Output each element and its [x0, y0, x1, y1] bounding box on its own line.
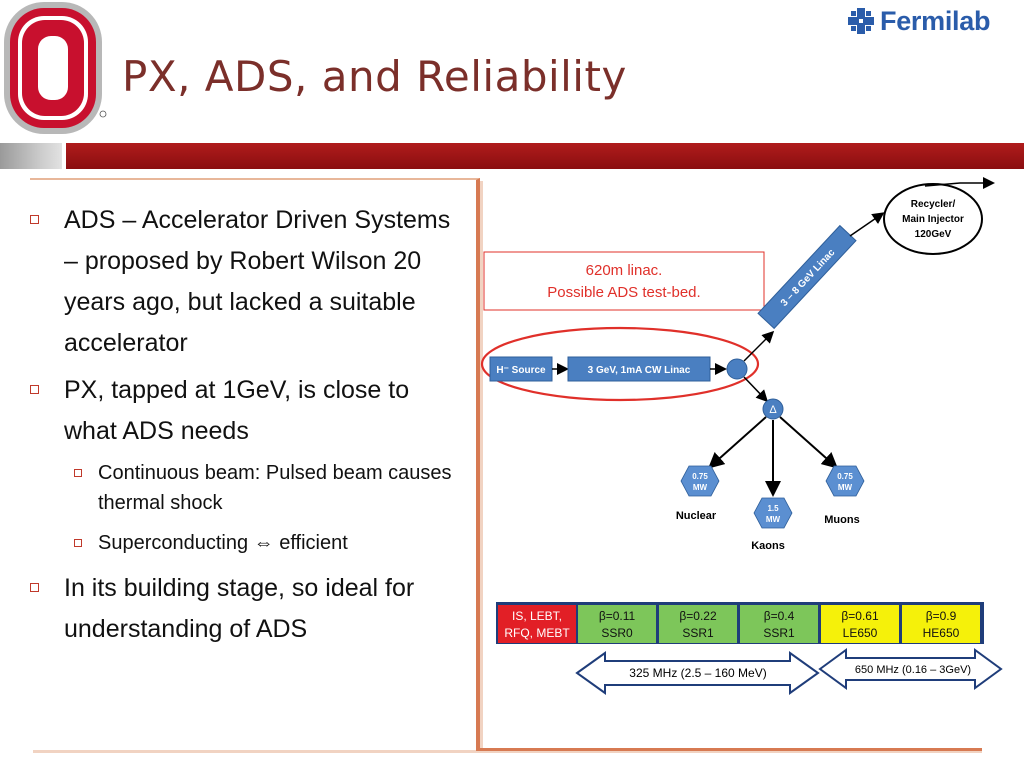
freq-high-label: 650 MHz (0.16 – 3GeV) [855, 664, 971, 676]
linac-section-beta: β=0.61 [841, 609, 879, 623]
linac-note-box [483, 251, 765, 311]
delta-to-nuclear-arrow [708, 416, 767, 469]
nuclear-power-unit: MW [693, 483, 708, 492]
muons-label: Muons [824, 514, 859, 526]
square-bullet-icon [30, 215, 39, 224]
sub-bullet-text: Superconducting ⇔ efficient [98, 532, 348, 554]
linac-section-name: SSR1 [763, 626, 795, 640]
linac-section-box [740, 605, 818, 643]
muons-power-unit: MW [838, 483, 853, 492]
fermilab-logo: Fermilab [848, 4, 1018, 38]
content-frame [30, 178, 480, 750]
bullet-text: ADS – Accelerator Driven Systems – propo… [64, 206, 451, 357]
kaons-power-unit: MW [766, 515, 781, 524]
delta-to-muons-arrow [779, 416, 838, 469]
accelerator-diagram: 620m linac. Possible ADS test-bed. H⁻ So… [480, 177, 1003, 695]
bullet-item: PX, tapped at 1GeV, is close to what ADS… [28, 370, 468, 558]
transfer-linac-box [757, 224, 857, 330]
linac-section-box [578, 605, 656, 643]
sub-bullet-item: Continuous beam: Pulsed beam causes ther… [64, 458, 468, 518]
linac-section-beta: β=0.4 [764, 609, 795, 623]
linac-section-beta: IS, LEBT, [512, 609, 562, 623]
square-bullet-icon [74, 469, 82, 477]
header-band-red [66, 143, 1024, 169]
delta-node [762, 398, 784, 420]
fermilab-mark-icon [848, 8, 874, 34]
recycler-main-injector-node [883, 183, 983, 255]
transfer-linac-label: 3 – 8 GeV Linac [779, 247, 838, 309]
freq-low-label: 325 MHz (2.5 – 160 MeV) [629, 666, 766, 680]
square-bullet-icon [30, 583, 39, 592]
muons-power-value: 0.75 [837, 472, 853, 481]
bullet-text: PX, tapped at 1GeV, is close to what ADS… [64, 376, 410, 445]
freq-low-arrow [575, 651, 820, 695]
linac-note-line-2: Possible ADS test-bed. [547, 284, 700, 301]
kaons-label: Kaons [751, 540, 785, 552]
sub-bullet-list: Continuous beam: Pulsed beam causes ther… [64, 458, 468, 558]
nuclear-power-hexagon [680, 465, 720, 497]
kaons-power-hexagon [753, 497, 793, 529]
recycler-label-line-1: Recycler/ [911, 199, 956, 210]
header-band-gray [0, 143, 62, 169]
linac-section-name: SSR0 [601, 626, 633, 640]
ohio-state-logo [4, 2, 107, 134]
switch-node [726, 358, 748, 380]
sub-bullet-item: Superconducting ⇔ efficient [64, 528, 468, 558]
linac-section-beta: β=0.9 [926, 609, 957, 623]
recycler-label-line-3: 120GeV [915, 229, 952, 240]
switch-to-delta-arrow [743, 376, 769, 403]
linac-section-beta: β=0.11 [599, 609, 636, 623]
recycler-out-arrow [924, 177, 995, 189]
nuclear-label: Nuclear [676, 510, 717, 522]
page-title: PX, ADS, and Reliability [122, 52, 627, 101]
linac-section-box [498, 605, 576, 643]
linac-section-name: LE650 [843, 626, 878, 640]
bullet-list: ADS – Accelerator Driven Systems – propo… [28, 200, 468, 656]
muons-power-hexagon [825, 465, 865, 497]
bottom-rule [476, 748, 982, 751]
fermilab-wordmark: Fermilab [880, 5, 991, 36]
linac-section-name: RFQ, MEBT [504, 626, 570, 640]
delta-label: Δ [769, 404, 777, 416]
square-bullet-icon [74, 539, 82, 547]
linac-section-name: HE650 [923, 626, 960, 640]
bullet-text: In its building stage, so ideal for unde… [64, 574, 415, 643]
transfer-to-recycler-arrow [849, 212, 885, 237]
cw-linac-label: 3 GeV, 1mA CW Linac [588, 365, 691, 376]
nuclear-power-value: 0.75 [692, 472, 708, 481]
linac-section-box [659, 605, 737, 643]
switch-to-transfer-arrow [743, 330, 775, 362]
freq-high-arrow [818, 648, 1003, 690]
linac-section-beta: β=0.22 [679, 609, 717, 623]
linac-section-name: SSR1 [682, 626, 714, 640]
linac-section-box [821, 605, 899, 643]
linac-highlight-ellipse [480, 326, 760, 402]
kaons-power-value: 1.5 [767, 504, 779, 513]
sub-bullet-text: Continuous beam: Pulsed beam causes ther… [98, 462, 452, 514]
square-bullet-icon [30, 385, 39, 394]
recycler-label-line-2: Main Injector [902, 214, 964, 225]
h-minus-source-label: H⁻ Source [496, 365, 546, 376]
linac-section-box [902, 605, 980, 643]
bullet-item: In its building stage, so ideal for unde… [28, 568, 468, 650]
linac-note-line-1: 620m linac. [586, 262, 663, 279]
bullet-item: ADS – Accelerator Driven Systems – propo… [28, 200, 468, 364]
